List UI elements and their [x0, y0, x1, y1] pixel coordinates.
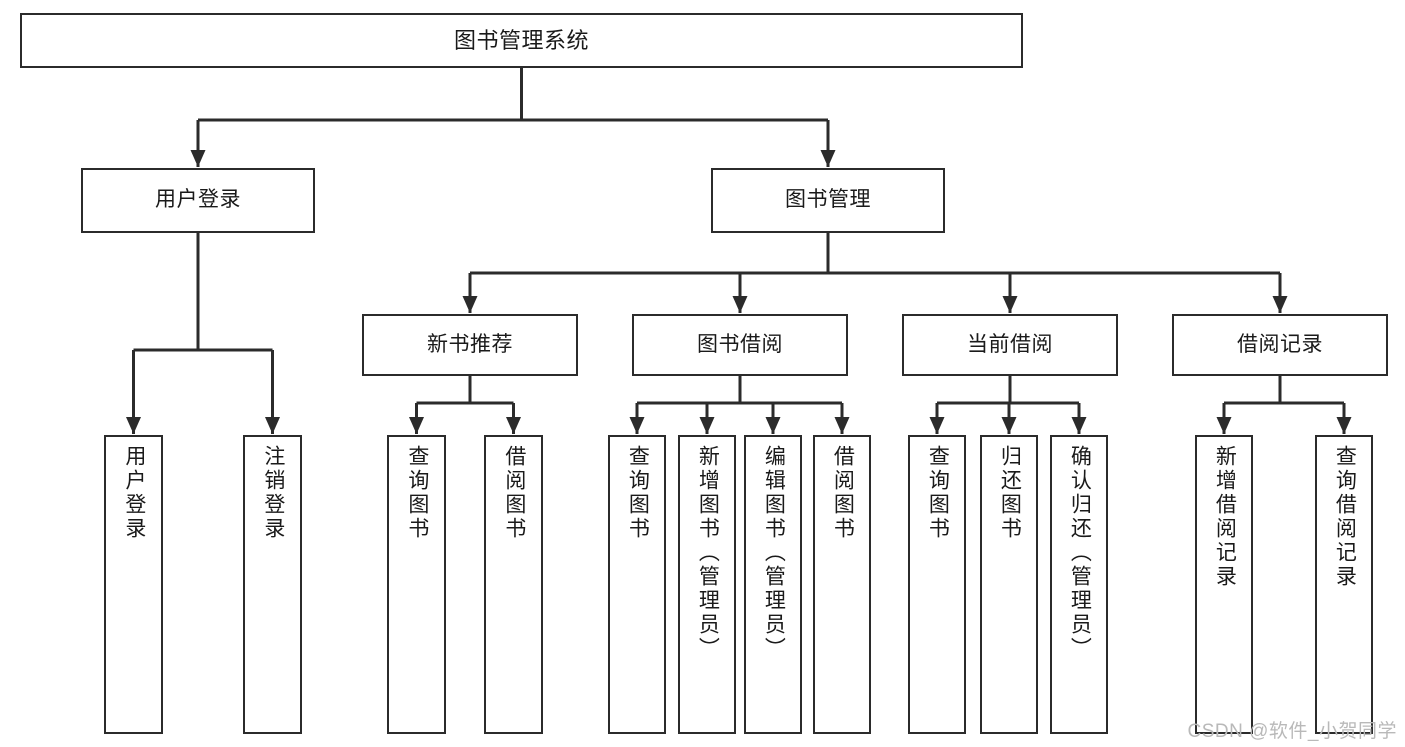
node-l2-borrow[interactable]: 图书借阅 — [632, 314, 848, 376]
arrowhead-l3-c1 — [629, 417, 645, 434]
node-label: 借阅图书 — [502, 445, 526, 541]
arrowhead-l1-login — [190, 150, 206, 167]
node-label: 查询借阅记录 — [1333, 445, 1357, 589]
arrowhead-l1-manage — [820, 150, 836, 167]
arrowhead-l3-b1 — [409, 417, 424, 434]
node-label: 借阅图书 — [831, 445, 855, 541]
node-l3-c4[interactable]: 借阅图书 — [813, 435, 871, 734]
arrowhead-l2-record — [1272, 296, 1288, 313]
node-label: 查询图书 — [405, 445, 429, 541]
node-l3-d2[interactable]: 归还图书 — [980, 435, 1038, 734]
node-label: 用户登录 — [155, 188, 241, 212]
node-label: 新增图书（管理员） — [696, 445, 720, 661]
node-l3-b1[interactable]: 查询图书 — [387, 435, 446, 734]
node-label: 图书管理系统 — [453, 27, 589, 53]
node-label: 图书管理 — [785, 188, 871, 212]
arrowhead-l3-b2 — [506, 417, 521, 434]
arrowhead-l3-a2 — [265, 417, 280, 434]
node-label: 查询图书 — [626, 445, 650, 541]
arrowhead-l3-c4 — [834, 417, 850, 434]
arrowhead-l3-a1 — [126, 417, 141, 434]
node-l2-newbook[interactable]: 新书推荐 — [362, 314, 578, 376]
arrowhead-l2-borrow — [732, 296, 748, 313]
node-l3-e1[interactable]: 新增借阅记录 — [1195, 435, 1253, 734]
node-l3-c2[interactable]: 新增图书（管理员） — [678, 435, 736, 734]
node-label: 归还图书 — [998, 445, 1022, 541]
node-label: 借阅记录 — [1237, 332, 1323, 356]
node-label: 当前借阅 — [967, 332, 1053, 356]
node-label: 用户登录 — [122, 445, 146, 541]
node-l3-a1[interactable]: 用户登录 — [104, 435, 163, 734]
node-l3-d3[interactable]: 确认归还（管理员） — [1050, 435, 1108, 734]
node-label: 新书推荐 — [427, 332, 513, 356]
node-label: 图书借阅 — [697, 332, 783, 356]
node-l3-c1[interactable]: 查询图书 — [608, 435, 666, 734]
arrowhead-l3-e2 — [1336, 417, 1352, 434]
arrowhead-l3-d3 — [1071, 417, 1087, 434]
node-l2-current[interactable]: 当前借阅 — [902, 314, 1118, 376]
node-l3-c3[interactable]: 编辑图书（管理员） — [744, 435, 802, 734]
arrowhead-l2-newbook — [462, 296, 478, 313]
node-root[interactable]: 图书管理系统 — [20, 13, 1023, 68]
node-label: 新增借阅记录 — [1213, 445, 1237, 589]
node-label: 查询图书 — [926, 445, 950, 541]
node-l3-a2[interactable]: 注销登录 — [243, 435, 302, 734]
node-l3-e2[interactable]: 查询借阅记录 — [1315, 435, 1373, 734]
node-l3-d1[interactable]: 查询图书 — [908, 435, 966, 734]
arrowhead-l2-current — [1002, 296, 1018, 313]
arrowhead-l3-d1 — [929, 417, 945, 434]
node-label: 编辑图书（管理员） — [762, 445, 786, 661]
node-l1-manage[interactable]: 图书管理 — [711, 168, 945, 233]
node-label: 注销登录 — [261, 445, 285, 541]
node-l3-b2[interactable]: 借阅图书 — [484, 435, 543, 734]
arrowhead-l3-c3 — [765, 417, 781, 434]
arrowhead-l3-e1 — [1216, 417, 1232, 434]
node-label: 确认归还（管理员） — [1068, 445, 1092, 661]
node-l1-login[interactable]: 用户登录 — [81, 168, 315, 233]
arrowhead-l3-c2 — [699, 417, 715, 434]
node-l2-record[interactable]: 借阅记录 — [1172, 314, 1388, 376]
arrowhead-l3-d2 — [1001, 417, 1017, 434]
